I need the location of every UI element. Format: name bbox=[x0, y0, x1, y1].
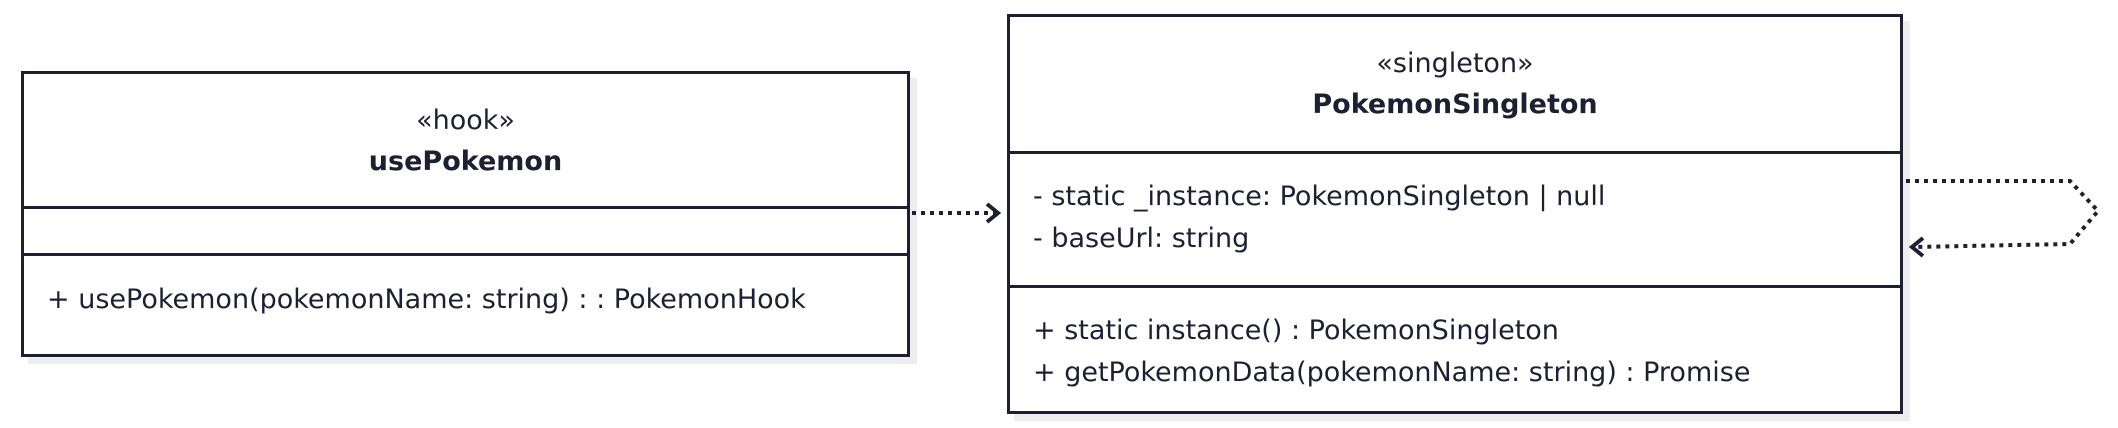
class-attributes-section bbox=[24, 206, 907, 253]
class-method: + usePokemon(pokemonName: string) : : Po… bbox=[47, 284, 806, 315]
class-attribute: - baseUrl: string bbox=[1033, 223, 1250, 254]
dependency-usepokemon-to-singleton[interactable] bbox=[912, 202, 1002, 224]
class-box-pokemonsingleton[interactable]: «singleton» PokemonSingleton - static _i… bbox=[1007, 14, 1903, 414]
arrowhead-icon bbox=[985, 202, 1002, 224]
class-method: + static instance() : PokemonSingleton bbox=[1033, 315, 1559, 346]
class-header: «hook» usePokemon bbox=[24, 74, 907, 206]
class-box-usepokemon[interactable]: «hook» usePokemon + usePokemon(pokemonNa… bbox=[21, 71, 910, 357]
class-attributes-section: - static _instance: PokemonSingleton | n… bbox=[1010, 151, 1900, 285]
class-stereotype: «singleton» bbox=[1376, 48, 1534, 79]
class-methods-section: + static instance() : PokemonSingleton +… bbox=[1010, 285, 1900, 394]
class-name: PokemonSingleton bbox=[1312, 89, 1598, 120]
class-methods-section: + usePokemon(pokemonName: string) : : Po… bbox=[24, 253, 907, 321]
class-name: usePokemon bbox=[368, 146, 563, 177]
class-stereotype: «hook» bbox=[416, 105, 515, 136]
class-header: «singleton» PokemonSingleton bbox=[1010, 17, 1900, 151]
class-method: + getPokemonData(pokemonName: string) : … bbox=[1033, 357, 1751, 388]
dependency-self-singleton[interactable] bbox=[1906, 179, 2101, 258]
class-attribute: - static _instance: PokemonSingleton | n… bbox=[1033, 181, 1606, 212]
arrowhead-icon bbox=[1908, 236, 1925, 258]
self-loop-line bbox=[1906, 179, 2101, 249]
